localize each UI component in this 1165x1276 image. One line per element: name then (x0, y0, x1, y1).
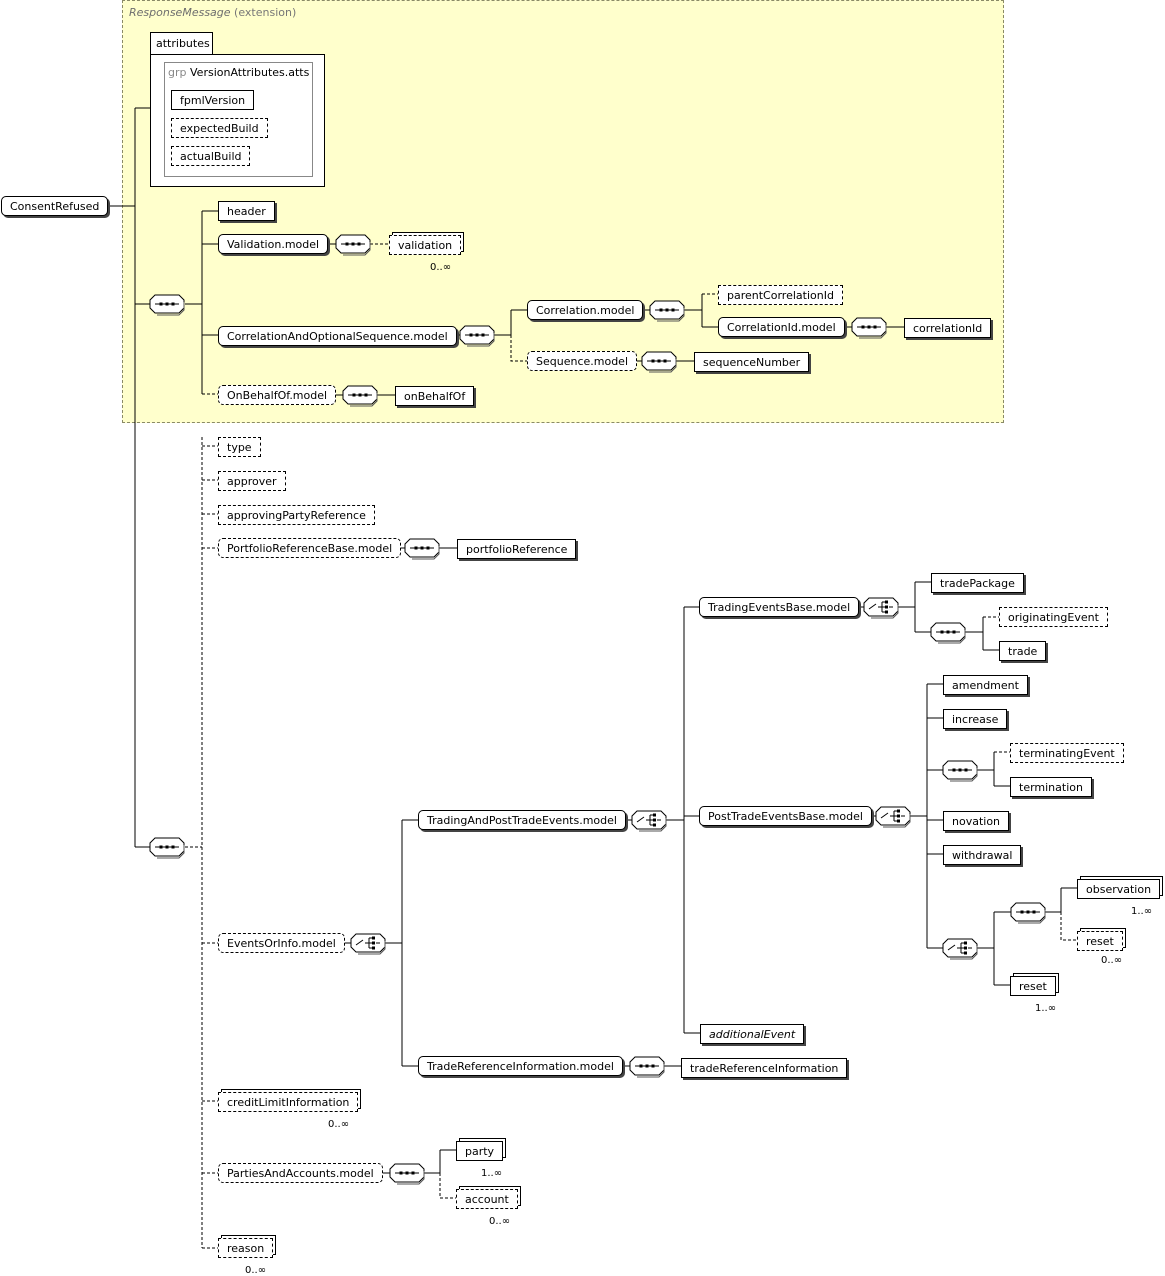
sequence-compositor-icon[interactable] (404, 538, 440, 560)
element-additionalevent[interactable]: additionalEvent (700, 1024, 805, 1044)
extension-suffix: (extension) (234, 6, 297, 19)
sequence-compositor-icon[interactable] (459, 325, 495, 347)
sequence-compositor-icon[interactable] (851, 317, 887, 339)
sequence-compositor-icon[interactable] (389, 1163, 425, 1185)
cardinality-validation: 0..∞ (430, 262, 452, 273)
element-terminatingevent[interactable]: terminatingEvent (1010, 743, 1124, 763)
attribute-fpmlversion[interactable]: fpmlVersion (171, 90, 255, 110)
sequence-compositor-icon[interactable] (1010, 902, 1046, 924)
group-posttradeeventsbase-model[interactable]: PostTradeEventsBase.model (699, 806, 872, 826)
element-sequencenumber[interactable]: sequenceNumber (694, 352, 810, 372)
sequence-compositor-icon[interactable] (149, 294, 185, 316)
extension-title: ResponseMessage (extension) (129, 6, 296, 19)
attributes-tab[interactable]: attributes (150, 32, 213, 55)
element-parentcorrelationid[interactable]: parentCorrelationId (718, 285, 843, 305)
group-correlationid-model[interactable]: CorrelationId.model (718, 317, 845, 337)
group-eventsorinfo-model[interactable]: EventsOrInfo.model (218, 933, 345, 953)
cardinality-party: 1..∞ (481, 1168, 503, 1179)
element-party[interactable]: party (456, 1141, 504, 1161)
element-trade[interactable]: trade (999, 641, 1047, 661)
element-validation[interactable]: validation (389, 235, 462, 255)
choice-compositor-icon[interactable] (875, 806, 911, 828)
element-header[interactable]: header (218, 201, 275, 221)
element-withdrawal[interactable]: withdrawal (943, 845, 1022, 865)
sequence-compositor-icon[interactable] (335, 234, 371, 256)
group-sequence-model[interactable]: Sequence.model (527, 351, 638, 371)
element-approvingpartyreference[interactable]: approvingPartyReference (218, 505, 375, 525)
cardinality-creditlimitinformation: 0..∞ (328, 1119, 350, 1130)
element-account[interactable]: account (456, 1189, 518, 1209)
sequence-compositor-icon[interactable] (629, 1056, 665, 1078)
group-validation-model[interactable]: Validation.model (218, 234, 329, 254)
choice-compositor-icon[interactable] (631, 810, 667, 832)
element-approver[interactable]: approver (218, 471, 286, 491)
cardinality-reason: 0..∞ (245, 1265, 267, 1276)
element-onbehalfof[interactable]: onBehalfOf (395, 386, 475, 406)
sequence-compositor-icon[interactable] (149, 837, 185, 859)
group-correlation-and-optional-sequence-model[interactable]: CorrelationAndOptionalSequence.model (218, 326, 457, 346)
choice-compositor-icon[interactable] (942, 938, 978, 960)
element-reset[interactable]: reset (1010, 976, 1056, 996)
attribute-group-label: grp VersionAttributes.atts (168, 66, 309, 79)
root-element-consentrefused[interactable]: ConsentRefused (1, 196, 109, 216)
attribute-actualbuild[interactable]: actualBuild (171, 146, 251, 166)
cardinality-reset: 1..∞ (1035, 1003, 1057, 1014)
group-tradingeventsbase-model[interactable]: TradingEventsBase.model (699, 597, 860, 617)
sequence-compositor-icon[interactable] (942, 760, 978, 782)
cardinality-account: 0..∞ (489, 1216, 511, 1227)
choice-compositor-icon[interactable] (863, 597, 899, 619)
element-observation[interactable]: observation (1077, 879, 1161, 899)
cardinality-reset-optional: 0..∞ (1101, 955, 1123, 966)
element-reason[interactable]: reason (218, 1238, 274, 1258)
element-tradereferenceinformation[interactable]: tradeReferenceInformation (681, 1058, 848, 1078)
element-type[interactable]: type (218, 437, 261, 457)
group-tradereferenceinformation-model[interactable]: TradeReferenceInformation.model (418, 1056, 623, 1076)
group-onbehalfof-model[interactable]: OnBehalfOf.model (218, 385, 337, 405)
element-portfolioreference[interactable]: portfolioReference (457, 539, 577, 559)
group-keyword: grp (168, 66, 187, 79)
element-reset-optional[interactable]: reset (1077, 931, 1123, 951)
choice-compositor-icon[interactable] (350, 933, 386, 955)
element-creditlimitinformation[interactable]: creditLimitInformation (218, 1092, 359, 1112)
group-correlation-model[interactable]: Correlation.model (527, 300, 644, 320)
element-originatingevent[interactable]: originatingEvent (999, 607, 1108, 627)
element-novation[interactable]: novation (943, 811, 1010, 831)
attribute-expectedbuild[interactable]: expectedBuild (171, 118, 268, 138)
element-correlationid[interactable]: correlationId (904, 318, 992, 338)
group-portfolioreferencebase-model[interactable]: PortfolioReferenceBase.model (218, 538, 402, 558)
group-name: VersionAttributes.atts (190, 66, 310, 79)
sequence-compositor-icon[interactable] (641, 351, 677, 373)
element-increase[interactable]: increase (943, 709, 1008, 729)
element-tradepackage[interactable]: tradePackage (931, 573, 1024, 593)
element-amendment[interactable]: amendment (943, 675, 1028, 695)
sequence-compositor-icon[interactable] (930, 622, 966, 644)
element-termination[interactable]: termination (1010, 777, 1092, 797)
extension-base: ResponseMessage (129, 6, 231, 19)
sequence-compositor-icon[interactable] (649, 300, 685, 322)
group-tradingandposttradeevents-model[interactable]: TradingAndPostTradeEvents.model (418, 810, 626, 830)
cardinality-observation: 1..∞ (1131, 906, 1153, 917)
sequence-compositor-icon[interactable] (342, 385, 378, 407)
group-partiesandaccounts-model[interactable]: PartiesAndAccounts.model (218, 1163, 383, 1183)
